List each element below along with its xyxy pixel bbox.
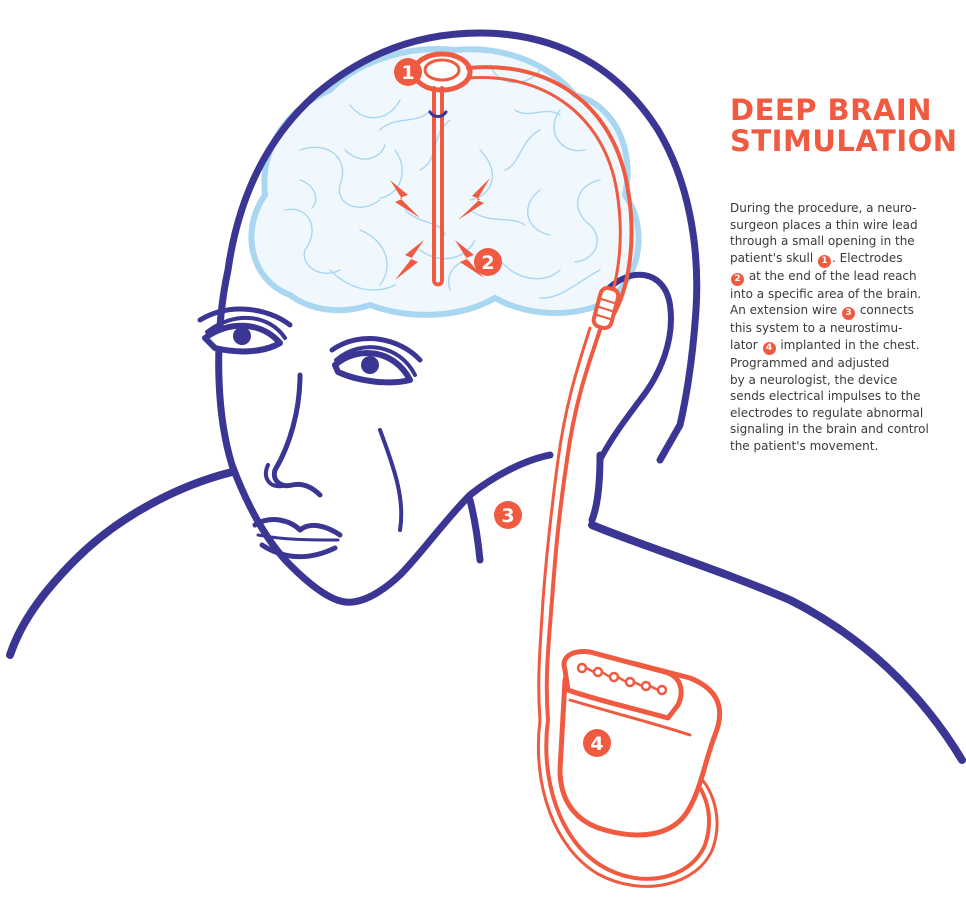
left-shoulder bbox=[10, 472, 232, 655]
inline-callout-1: 1 bbox=[818, 255, 831, 268]
description-line: signaling in the brain and control bbox=[730, 421, 966, 438]
description-line: During the procedure, a neuro- bbox=[730, 200, 966, 217]
description-text: lator bbox=[730, 338, 758, 352]
svg-text:4: 4 bbox=[590, 733, 603, 755]
description-text: connects bbox=[860, 303, 914, 317]
callout-4: 4 bbox=[583, 729, 611, 757]
description-text: An extension wire bbox=[730, 303, 837, 317]
neck-right bbox=[592, 455, 600, 520]
description-line: lator 4 implanted in the chest. bbox=[730, 337, 966, 355]
description-text: implanted in the chest. bbox=[780, 338, 919, 352]
description-text: at the end of the lead reach bbox=[749, 269, 917, 283]
description-line: electrodes to regulate abnormal bbox=[730, 405, 966, 422]
page-title: DEEP BRAIN STIMULATION bbox=[730, 95, 958, 157]
inline-callout-3: 3 bbox=[842, 307, 855, 320]
face bbox=[200, 309, 420, 557]
description-line: Programmed and adjusted bbox=[730, 355, 966, 372]
svg-text:3: 3 bbox=[501, 505, 514, 527]
description-line: the patient's movement. bbox=[730, 438, 966, 455]
svg-text:1: 1 bbox=[401, 62, 414, 84]
description-line: 2 at the end of the lead reach bbox=[730, 268, 966, 286]
description-line: surgeon places a thin wire lead bbox=[730, 217, 966, 234]
description-text: patient's skull bbox=[730, 251, 813, 265]
description-line: by a neurologist, the device bbox=[730, 372, 966, 389]
left-pupil bbox=[233, 327, 251, 345]
inline-callout-4: 4 bbox=[763, 342, 776, 355]
right-pupil bbox=[361, 356, 379, 374]
description-line: sends electrical impulses to the bbox=[730, 388, 966, 405]
description-line: An extension wire 3 connects bbox=[730, 302, 966, 320]
svg-text:2: 2 bbox=[481, 252, 494, 274]
inline-callout-2: 2 bbox=[731, 273, 744, 286]
jaw-outline bbox=[232, 455, 550, 602]
callout-1: 1 bbox=[394, 58, 422, 86]
description-text: . Electrodes bbox=[832, 251, 903, 265]
description-line: through a small opening in the bbox=[730, 233, 966, 250]
neck-left bbox=[470, 500, 480, 560]
description: During the procedure, a neuro- surgeon p… bbox=[730, 200, 966, 455]
description-line: patient's skull 1. Electrodes bbox=[730, 250, 966, 268]
cheek-line bbox=[380, 430, 401, 530]
description-line: into a specific area of the brain. bbox=[730, 286, 966, 303]
callout-3: 3 bbox=[494, 501, 522, 529]
nose bbox=[274, 375, 320, 495]
callout-2: 2 bbox=[474, 248, 502, 276]
description-line: this system to a neurostimu- bbox=[730, 320, 966, 337]
